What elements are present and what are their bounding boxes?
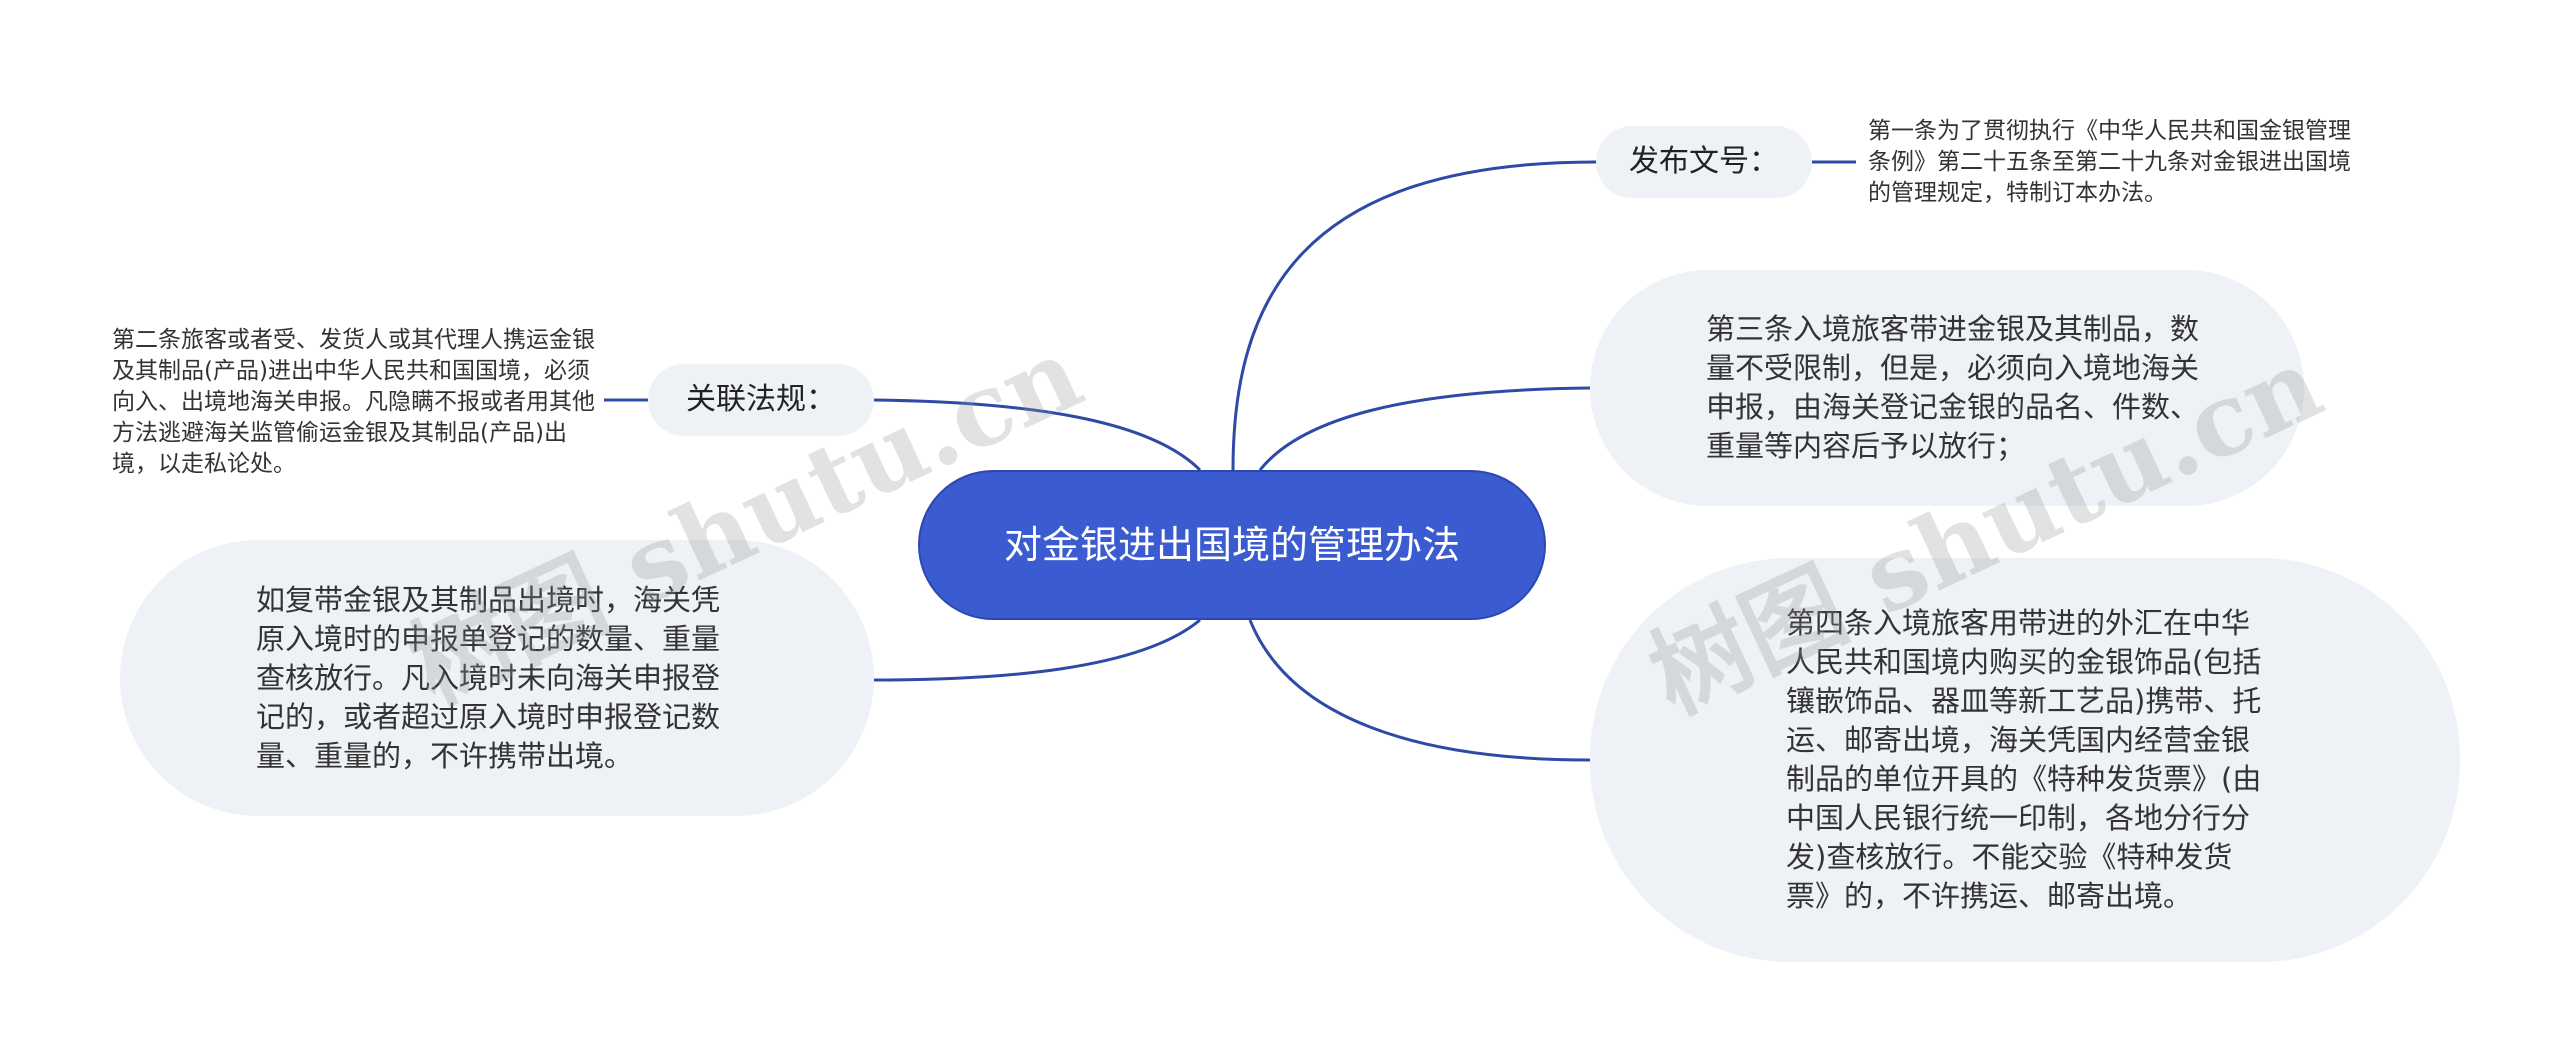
link-center-reexport [873,618,1201,682]
node-guanlian-detail[interactable]: 第二条旅客或者受、发货人或其代理人携运金银及其制品(产品)进出中华人民共和国国境… [112,322,598,482]
node-fabu-detail[interactable]: 第一条为了贯彻执行《中华人民共和国金银管理条例》第二十五条至第二十九条对金银进出… [1868,114,2358,210]
node-fabu[interactable]: 发布文号： [1596,126,1812,198]
node-guanlian[interactable]: 关联法规： [648,364,874,436]
node-reexport-text: 如复带金银及其制品出境时，海关凭原入境时的申报单登记的数量、重量查核放行。凡入境… [256,582,721,773]
link-center-art3 [1258,386,1591,471]
node-guanlian-detail-text: 第二条旅客或者受、发货人或其代理人携运金银及其制品(产品)进出中华人民共和国国境… [112,326,595,477]
center-topic[interactable]: 对金银进出国境的管理办法 [918,470,1546,620]
link-center-art4 [1248,619,1591,762]
node-art3-text: 第三条入境旅客带进金银及其制品，数量不受限制，但是，必须向入境地海关申报，由海关… [1706,312,2200,463]
node-fabu-text: 发布文号： [1629,144,1779,179]
node-guanlian-text: 关联法规： [686,382,836,417]
node-reexport[interactable]: 如复带金银及其制品出境时，海关凭原入境时的申报单登记的数量、重量查核放行。凡入境… [120,540,874,816]
node-art4[interactable]: 第四条入境旅客用带进的外汇在中华人民共和国境内购买的金银饰品(包括镶嵌饰品、器皿… [1590,558,2460,962]
link-center-guanlian [873,398,1202,472]
node-fabu-detail-text: 第一条为了贯彻执行《中华人民共和国金银管理条例》第二十五条至第二十九条对金银进出… [1868,117,2351,206]
node-art4-text: 第四条入境旅客用带进的外汇在中华人民共和国境内购买的金银饰品(包括镶嵌饰品、器皿… [1786,606,2262,913]
node-art3[interactable]: 第三条入境旅客带进金银及其制品，数量不受限制，但是，必须向入境地海关申报，由海关… [1590,270,2304,506]
link-center-fabu [1231,160,1597,471]
center-topic-text: 对金银进出国境的管理办法 [1003,523,1460,567]
